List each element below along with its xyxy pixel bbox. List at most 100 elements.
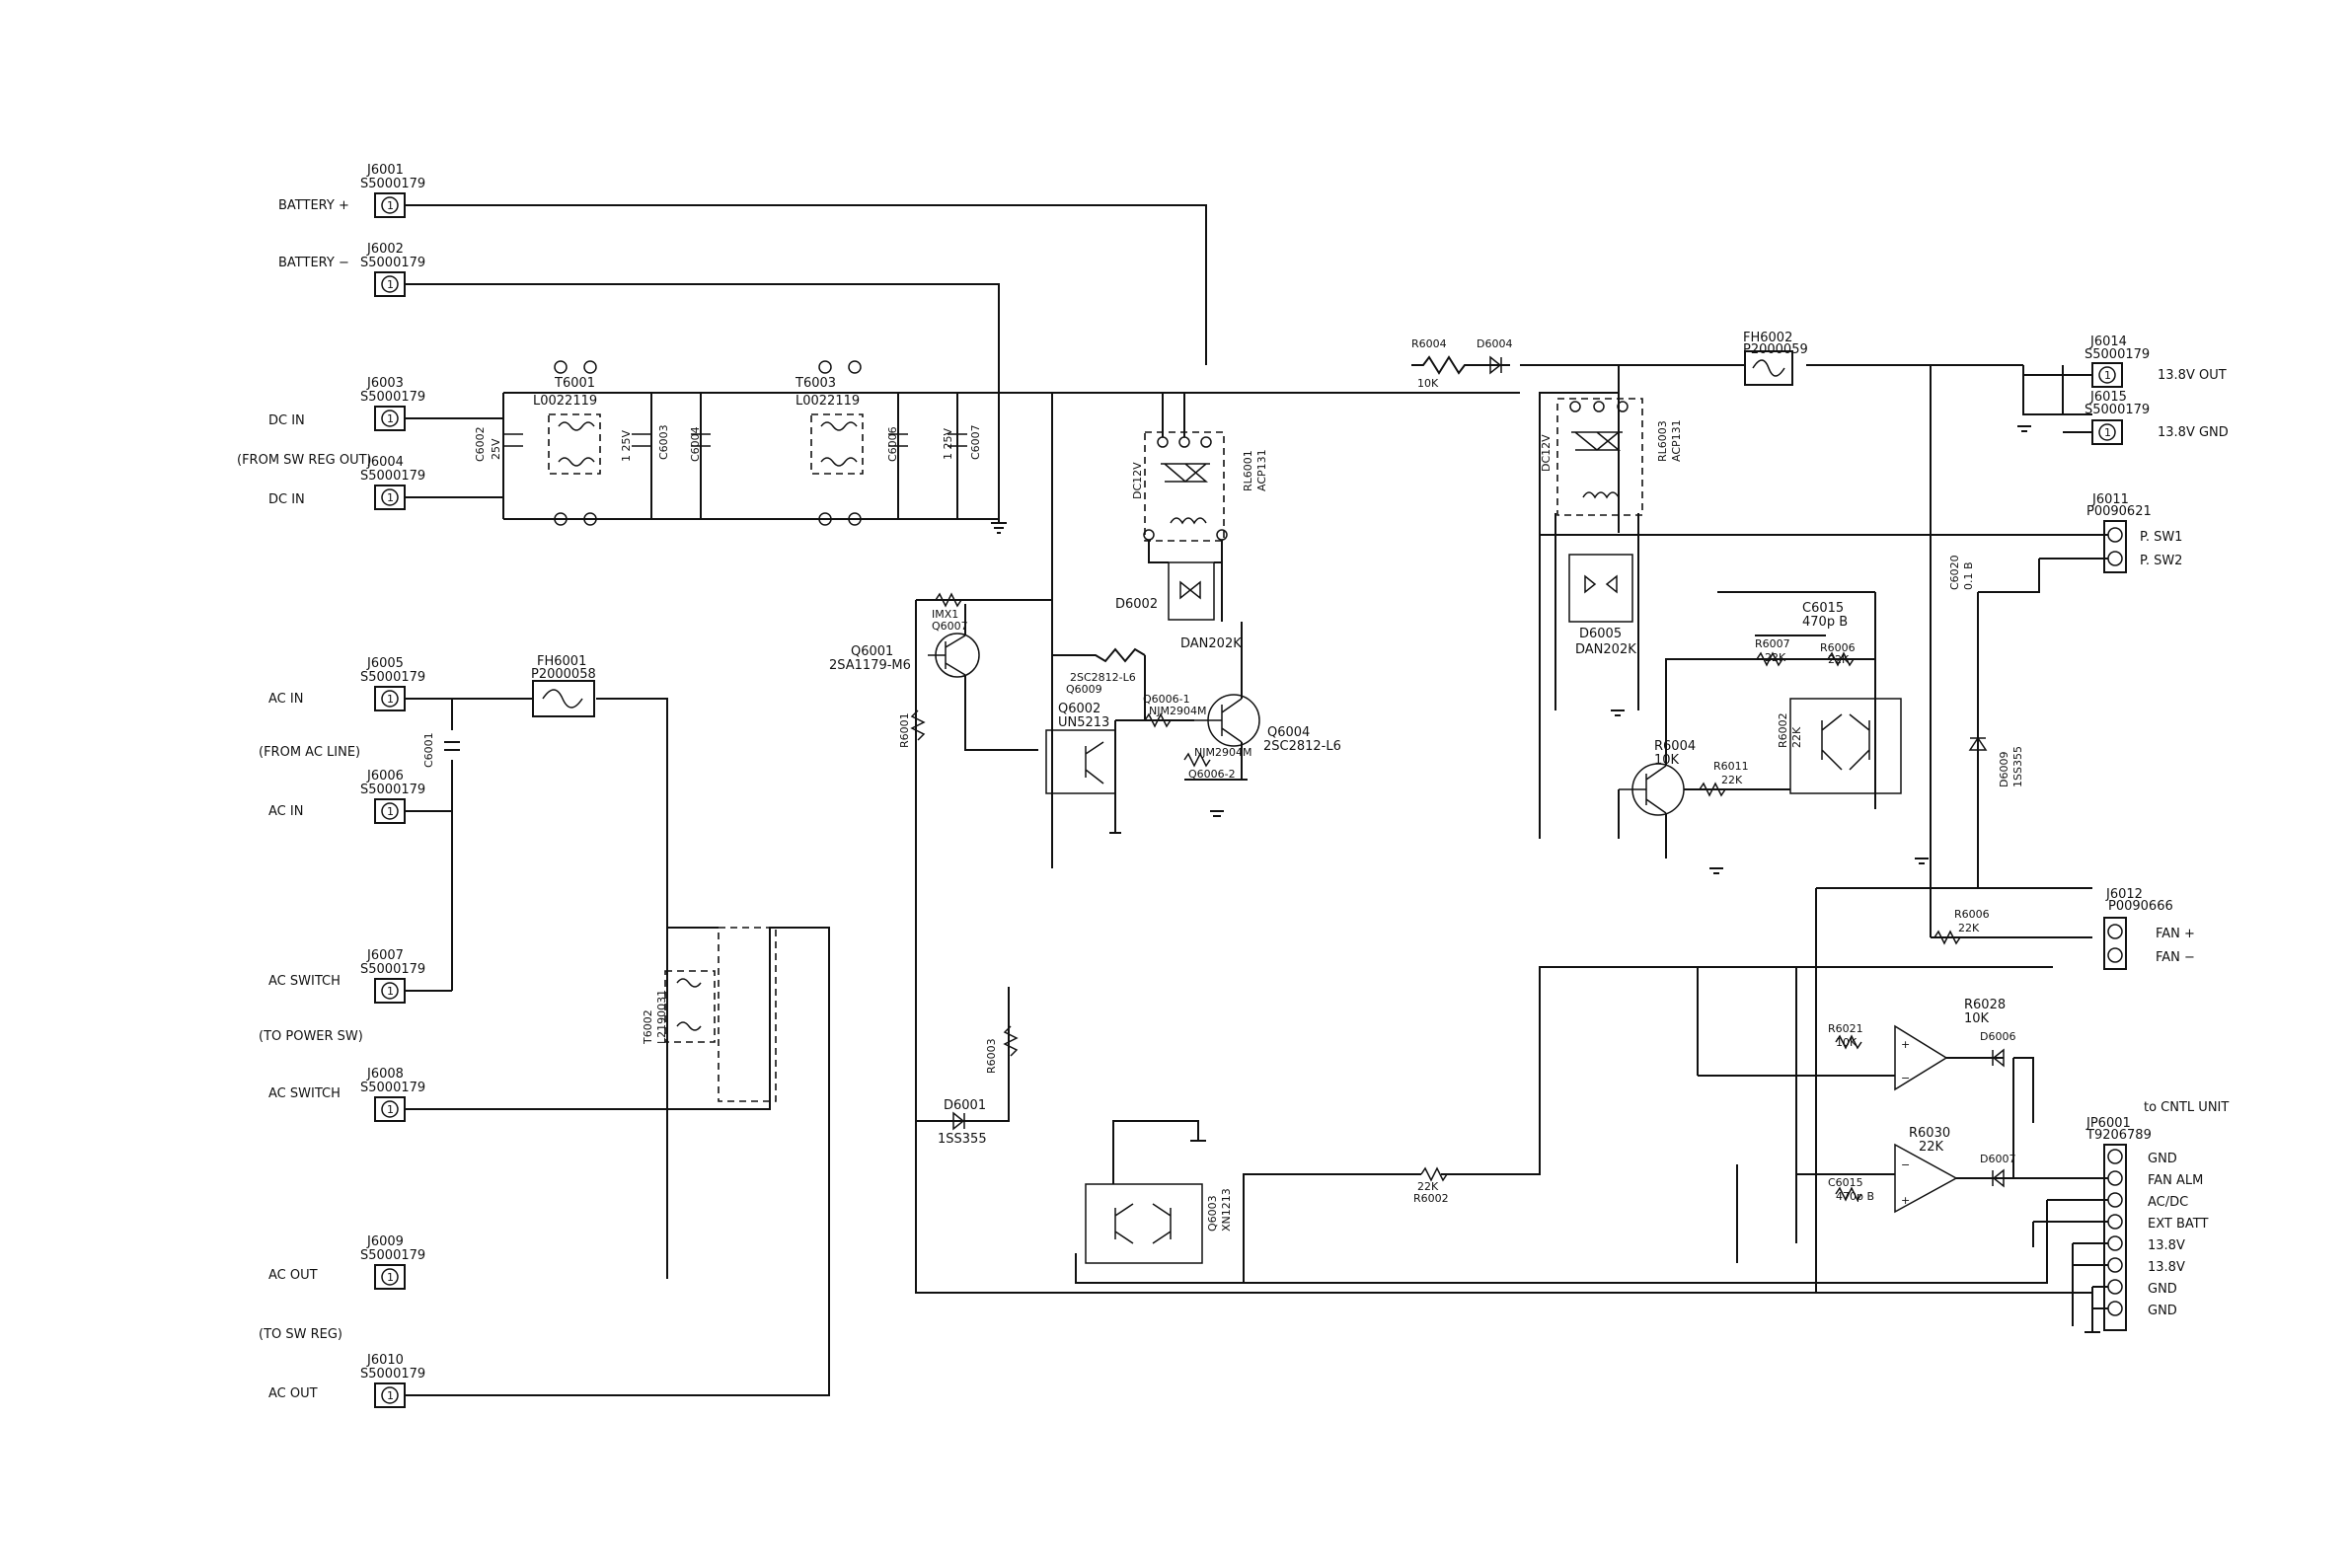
ref-jp6001: JP6001 [2085, 1116, 2131, 1131]
pin-j6001: 1 [387, 199, 394, 212]
diode-d6009 [1968, 736, 1988, 751]
svg-text:C6007: C6007 [969, 424, 982, 460]
capacitor-c6001 [444, 699, 460, 811]
svg-text:DC12V: DC12V [1540, 434, 1553, 472]
svg-text:C6006: C6006 [886, 426, 899, 462]
ref-t6003: T6003 [795, 376, 836, 391]
value-r6027: 22K [1828, 653, 1850, 666]
label-pin-13v8-1: 13.8V [2148, 1238, 2185, 1253]
ref-j6011: J6011 [2091, 492, 2129, 507]
pin-j6014: 1 [2104, 369, 2111, 382]
ground-symbol [991, 522, 1007, 534]
value-q6006-1: 10K [1964, 1011, 1990, 1026]
label-ac-out-2: AC OUT [268, 1386, 318, 1401]
part-j6011: P0090621 [2086, 504, 2152, 519]
ref-q6001: Q6001 [851, 644, 893, 659]
label-ac-in-1: AC IN [268, 692, 303, 707]
resistor-r6020 [1835, 1034, 1862, 1050]
ref-d6006: D6006 [1980, 1030, 2015, 1043]
transistor-q6002: Q6002 UN5213 [1045, 702, 1116, 794]
connector-j6004: J6004 S5000179 1 DC IN [268, 455, 425, 510]
label-p-sw2: P. SW2 [2140, 554, 2182, 568]
wire-fan-alarm [2013, 1057, 2034, 1123]
wire-relay-coil [1148, 540, 1223, 622]
connector-j6003: J6003 S5000179 1 DC IN [268, 376, 425, 431]
wire-j6011 [1540, 534, 2108, 593]
ref-d6009: D6009 [1998, 752, 2010, 787]
pin-j6008: 1 [387, 1103, 394, 1116]
ref-c6015: C6015 [1802, 601, 1844, 616]
relay-rl6001: RL6001 ACP131 DC12V [1131, 431, 1268, 542]
ref-r6022: R6006 [1954, 908, 1990, 921]
connector-j6002: J6002 S5000179 1 BATTERY − [278, 242, 425, 297]
value-r6007: NJM2904M [1194, 746, 1251, 759]
ref-j6010: J6010 [366, 1353, 404, 1368]
ref-q6004: Q6004 [1267, 725, 1310, 740]
part-j6001: S5000179 [360, 177, 425, 191]
resistor-r6002 [935, 592, 962, 608]
wire-q6003 [1075, 966, 2053, 1284]
label-dc-in-1: DC IN [268, 413, 305, 428]
wire-q6007-bias [1717, 591, 1876, 809]
wire-q6002-gnd [1109, 720, 1121, 834]
value-t6001: L0022119 [533, 394, 597, 409]
ref-r6007: Q6006-2 [1188, 768, 1236, 781]
connector-j6008: J6008 S5000179 1 AC SWITCH [268, 1067, 425, 1122]
wire-jp6001 [1244, 1058, 2108, 1333]
ref-r6002: Q6007 [932, 620, 968, 633]
part-j6005: S5000179 [360, 670, 425, 685]
ref-q6003: Q6003 [1206, 1195, 1219, 1232]
ref-fh6002: FH6002 [1743, 331, 1792, 345]
part-j6007: S5000179 [360, 962, 425, 977]
part-j6010: S5000179 [360, 1367, 425, 1381]
pin-j6002: 1 [387, 278, 394, 291]
resistor-r6021 [1835, 1186, 1862, 1202]
wire-q6002-out [1115, 655, 1194, 721]
part-j6014: S5000179 [2085, 347, 2150, 362]
wire-fan-out [1697, 936, 2092, 1076]
wire-battery-plus [405, 204, 1207, 365]
part-j6004: S5000179 [360, 469, 425, 484]
wire-ac-switch [405, 927, 830, 1396]
ref-r6028: R6007 [1755, 637, 1790, 650]
value-fh6001: P2000058 [531, 667, 596, 682]
value-d6009: 1SS355 [2011, 746, 2024, 787]
wire-13v8-out [2023, 374, 2092, 433]
fuse-fh6002: FH6002 P2000059 [1743, 331, 1808, 386]
value-rl6001: ACP131 [1255, 449, 1268, 491]
ref-j6012: J6012 [2105, 887, 2143, 902]
pin-j6005: 1 [387, 693, 394, 706]
resistor-r6006 [1144, 712, 1172, 728]
wire-filter-bus [502, 392, 1046, 520]
label-pin-fan-alm: FAN ALM [2148, 1173, 2203, 1188]
ref-r6030: R6011 [1713, 760, 1749, 773]
pin-j6009: 1 [387, 1271, 394, 1284]
pin-j6007: 1 [387, 985, 394, 998]
connector-j6001: J6001 S5000179 1 BATTERY + [278, 163, 425, 218]
label-p-sw1: P. SW1 [2140, 530, 2182, 545]
value-r6012: 10K [1417, 377, 1439, 390]
label-ac-switch-1: AC SWITCH [268, 974, 341, 989]
wire-r6004 [1051, 393, 1146, 663]
ref-j6003: J6003 [366, 376, 404, 391]
label-pin-ac-dc: AC/DC [2148, 1195, 2188, 1210]
ref-r6020: R6021 [1828, 1022, 1863, 1035]
ground-symbol-c6013 [1611, 709, 1625, 716]
value-q6004: 2SC2812-L6 [1263, 739, 1341, 754]
ref-r6004: Q6009 [1066, 683, 1102, 696]
label-ac-switch-2: AC SWITCH [268, 1086, 341, 1101]
svg-text:−: − [1901, 1158, 1910, 1171]
pin-j6015: 1 [2104, 426, 2111, 439]
value-r6011: 22K [1417, 1180, 1439, 1193]
ref-c6020: C6020 [1948, 555, 1961, 590]
ref-d6007: D6007 [1980, 1153, 2015, 1165]
ref-q6002: Q6002 [1058, 702, 1100, 716]
pin-j6010: 1 [387, 1389, 394, 1402]
svg-text:+: + [1901, 1038, 1910, 1051]
resistor-r6001 [910, 709, 926, 741]
svg-text:C6003: C6003 [657, 424, 670, 460]
value-d6002: DAN202K [1180, 636, 1242, 651]
ref-j6015: J6015 [2089, 390, 2127, 405]
part-jp6001: T9206789 [2085, 1128, 2152, 1143]
